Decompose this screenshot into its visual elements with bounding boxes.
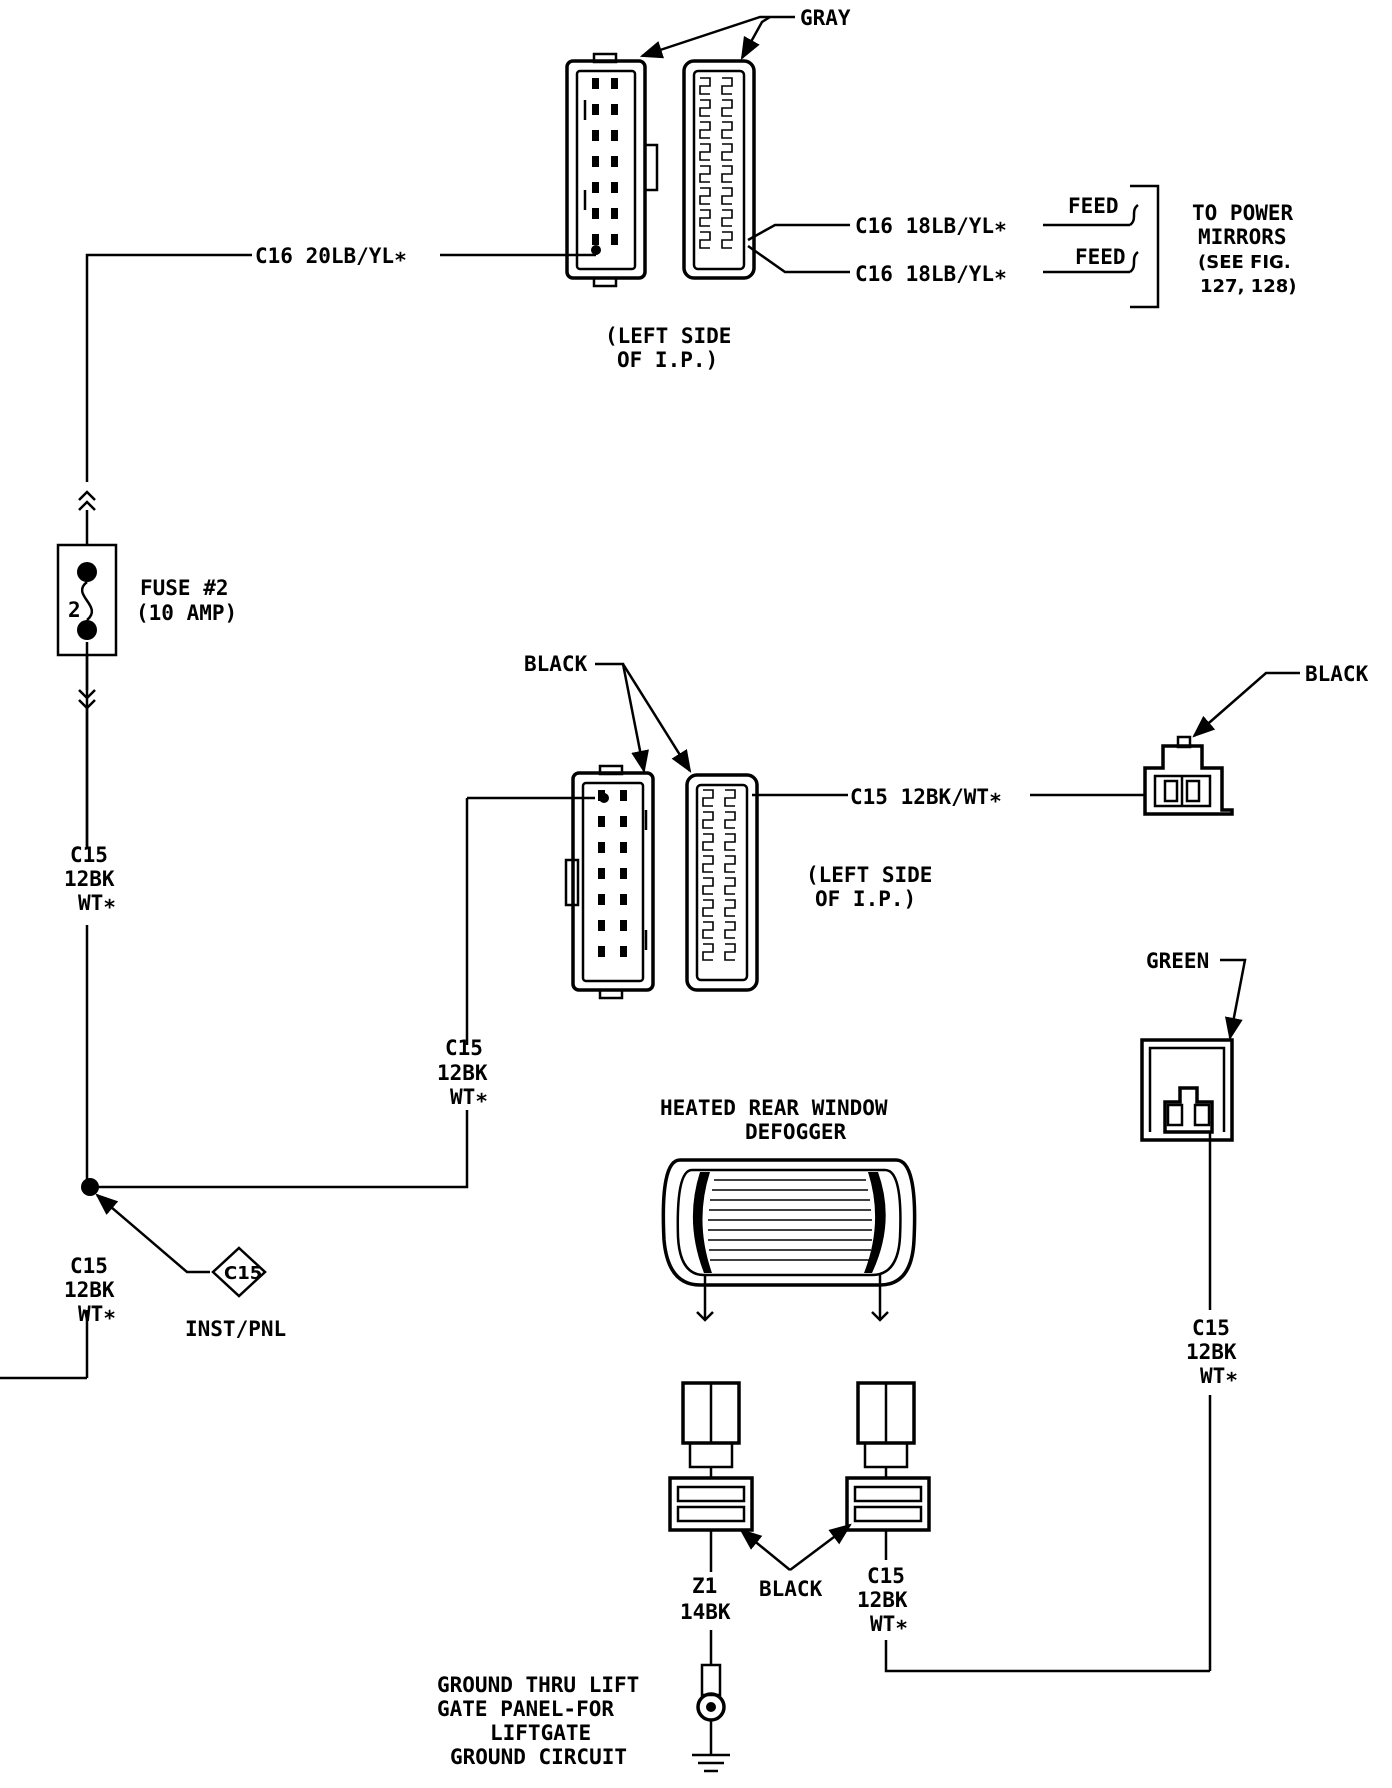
black-right-arrow bbox=[1192, 671, 1300, 738]
feed-2-break bbox=[1129, 251, 1139, 273]
z1-label: Z1 14BK bbox=[680, 1574, 731, 1624]
main-feed-wire bbox=[0, 253, 595, 1380]
black-mid-label: BLACK bbox=[524, 652, 588, 676]
to-power-mirrors-label: TO POWER MIRRORS (SEE FIG. 127, 128) bbox=[1192, 201, 1296, 297]
mirror-wire-1-label: C16 18LB/YL∗ bbox=[855, 214, 1007, 238]
svg-text:127, 128): 127, 128) bbox=[1200, 276, 1296, 297]
svg-text:12BK: 12BK bbox=[64, 867, 115, 891]
upper-wire-label: C16 20LB/YL∗ bbox=[255, 244, 407, 268]
fuse-label-line-2: (10 AMP) bbox=[136, 601, 237, 625]
svg-text:Z1: Z1 bbox=[692, 1574, 717, 1598]
green-label: GREEN bbox=[1146, 949, 1209, 973]
svg-text:WT∗: WT∗ bbox=[1200, 1364, 1238, 1388]
black-bottom-arrow-2 bbox=[789, 1523, 852, 1571]
svg-text:12BK: 12BK bbox=[437, 1061, 488, 1085]
svg-text:GATE PANEL-FOR: GATE PANEL-FOR bbox=[437, 1697, 614, 1721]
mirror-wire-1 bbox=[747, 223, 850, 242]
left-side-ip-top-label: (LEFT SIDE OF I.P.) bbox=[605, 324, 731, 372]
inline-connector-top bbox=[78, 490, 96, 545]
svg-text:C15: C15 bbox=[1192, 1316, 1230, 1340]
splice-c15-diamond: C15 bbox=[211, 1246, 267, 1298]
gray-arrow-2 bbox=[740, 15, 771, 60]
svg-text:OF I.P.): OF I.P.) bbox=[815, 887, 916, 911]
fuse-label-line-1: FUSE #2 bbox=[140, 576, 229, 600]
green-connector bbox=[1140, 1038, 1234, 1142]
defogger-plug-right bbox=[845, 1381, 931, 1532]
feed-1-label: FEED bbox=[1068, 194, 1119, 218]
svg-text:TO POWER: TO POWER bbox=[1192, 201, 1294, 225]
splice-leader bbox=[95, 1193, 210, 1274]
inline-connector-bottom bbox=[78, 655, 96, 848]
svg-text:(LEFT SIDE: (LEFT SIDE bbox=[605, 324, 731, 348]
gray-connector-male bbox=[682, 59, 756, 280]
svg-text:WT∗: WT∗ bbox=[78, 891, 116, 915]
ground-symbol bbox=[692, 1663, 730, 1773]
black-connector-female bbox=[564, 764, 655, 1000]
svg-text:WT∗: WT∗ bbox=[78, 1302, 116, 1326]
svg-text:C15: C15 bbox=[70, 1254, 108, 1278]
svg-text:WT∗: WT∗ bbox=[870, 1612, 908, 1636]
svg-text:12BK: 12BK bbox=[1186, 1340, 1237, 1364]
feed-1-break bbox=[1129, 204, 1139, 226]
gray-arrow-1 bbox=[639, 15, 795, 59]
left-side-ip-mid-label: (LEFT SIDE OF I.P.) bbox=[806, 863, 932, 911]
svg-text:DEFOGGER: DEFOGGER bbox=[745, 1120, 847, 1144]
fuse-symbol bbox=[56, 543, 118, 657]
mirror-wire-2 bbox=[747, 244, 850, 274]
svg-text:WT∗: WT∗ bbox=[450, 1085, 488, 1109]
svg-text:HEATED REAR WINDOW: HEATED REAR WINDOW bbox=[660, 1096, 888, 1120]
svg-text:C15: C15 bbox=[70, 843, 108, 867]
gray-label: GRAY bbox=[800, 6, 851, 30]
black-bottom-label: BLACK bbox=[759, 1577, 823, 1601]
c15-left-upper-label: C15 12BK WT∗ bbox=[64, 843, 116, 915]
black-connector-male bbox=[685, 773, 759, 992]
mid-wire-label: C15 12BK/WT∗ bbox=[850, 785, 1002, 809]
svg-text:C15: C15 bbox=[224, 1263, 262, 1284]
c15-bottom-return-wire bbox=[884, 1640, 1210, 1673]
to-power-bracket bbox=[1130, 184, 1160, 309]
svg-text:GROUND CIRCUIT: GROUND CIRCUIT bbox=[450, 1745, 627, 1769]
inst-pnl-label: INST/PNL bbox=[185, 1317, 286, 1341]
c15-left-lower-label: C15 12BK WT∗ bbox=[64, 1254, 116, 1326]
svg-text:C15: C15 bbox=[867, 1564, 905, 1588]
c15-mid-label: C15 12BK WT∗ bbox=[437, 1036, 488, 1109]
feed-2-label: FEED bbox=[1075, 245, 1126, 269]
black-bottom-arrow-1 bbox=[739, 1528, 791, 1571]
c15-bottom-label: C15 12BK WT∗ bbox=[857, 1564, 908, 1636]
c15-right-label: C15 12BK WT∗ bbox=[1186, 1316, 1238, 1388]
black-right-label: BLACK bbox=[1305, 662, 1369, 686]
svg-text:LIFTGATE: LIFTGATE bbox=[490, 1721, 591, 1745]
gray-connector-female bbox=[565, 52, 659, 288]
green-arrow bbox=[1220, 958, 1247, 1041]
defogger-plug-left bbox=[668, 1381, 754, 1532]
heated-rear-window-grid bbox=[661, 1158, 917, 1322]
svg-text:OF I.P.): OF I.P.) bbox=[617, 348, 718, 372]
black-right-connector bbox=[1143, 735, 1234, 816]
defogger-label: HEATED REAR WINDOW DEFOGGER bbox=[660, 1096, 888, 1144]
black-mid-arrow-1 bbox=[595, 662, 649, 774]
black-mid-arrow-2 bbox=[621, 663, 692, 773]
svg-text:(LEFT SIDE: (LEFT SIDE bbox=[806, 863, 932, 887]
splice-dot bbox=[81, 1178, 99, 1196]
svg-text:GROUND THRU LIFT: GROUND THRU LIFT bbox=[437, 1673, 639, 1697]
svg-text:(SEE FIG.: (SEE FIG. bbox=[1198, 252, 1291, 273]
svg-text:12BK: 12BK bbox=[64, 1278, 115, 1302]
ground-label: GROUND THRU LIFT GATE PANEL-FOR LIFTGATE… bbox=[437, 1673, 639, 1769]
svg-text:MIRRORS: MIRRORS bbox=[1198, 225, 1287, 249]
fuse-number-label: 2 bbox=[68, 598, 81, 622]
svg-text:12BK: 12BK bbox=[857, 1588, 908, 1612]
svg-text:14BK: 14BK bbox=[680, 1600, 731, 1624]
mirror-wire-2-label: C16 18LB/YL∗ bbox=[855, 262, 1007, 286]
svg-text:C15: C15 bbox=[445, 1036, 483, 1060]
